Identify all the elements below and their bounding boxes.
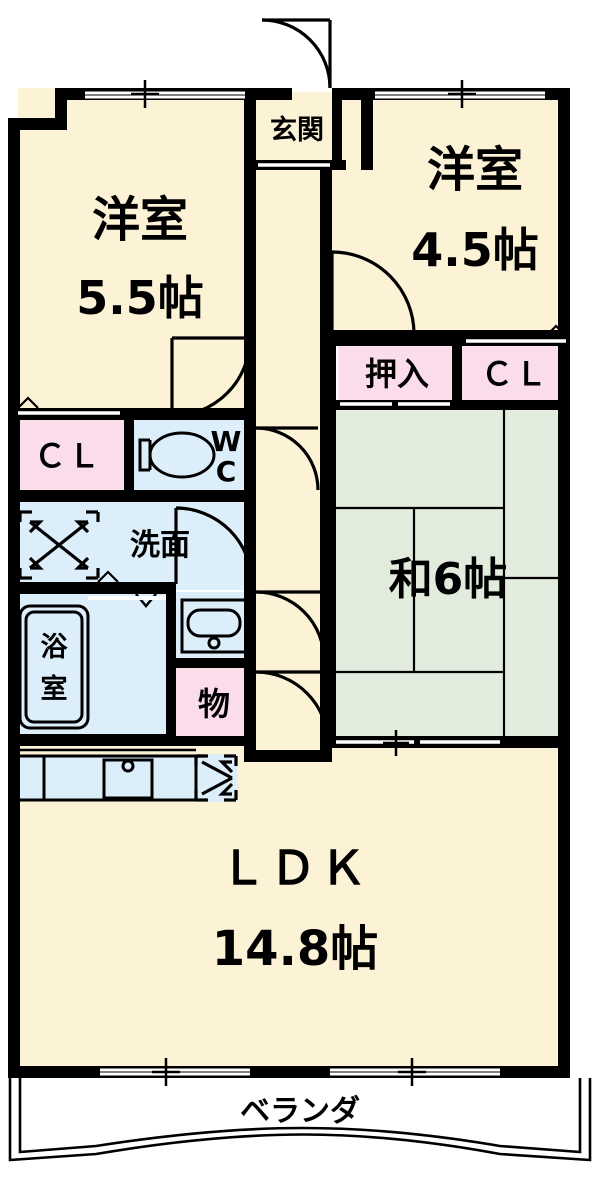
room-fill-washitsu [336, 406, 570, 746]
cooktop-fixture [194, 754, 238, 802]
room-label-ldk-name: ＬＤＫ [220, 841, 370, 895]
label-wc-w: W [210, 425, 242, 458]
label-cl-left: ＣＬ [33, 437, 102, 475]
washbasin-fixture [180, 598, 248, 654]
door-wc [255, 426, 320, 491]
cl-right-fill [460, 344, 570, 406]
windows [85, 91, 545, 1076]
fusuma-center-cross [383, 730, 409, 756]
label-wc-c: C [215, 455, 237, 488]
window-center-marks [131, 80, 476, 1086]
door-yoshitsu55 [170, 336, 252, 418]
label-genkan: 玄関 [270, 114, 324, 146]
wc-fill [132, 420, 254, 490]
door-hall-lower [255, 670, 330, 745]
label-oshiire: 押入 [364, 355, 429, 393]
label-cl-right: ＣＬ [480, 355, 549, 393]
entrance-door [261, 18, 332, 89]
toilet-fixture [138, 431, 216, 479]
room-label-yoshitsu55-name: 洋室 [91, 192, 188, 248]
tatami-mat-seams [336, 406, 570, 736]
room-label-yoshitsu45-name: 洋室 [426, 142, 523, 198]
yokushitsu-fill [8, 592, 174, 742]
label-senmen: 洗面 [130, 528, 190, 563]
room-fill-genkan [256, 92, 346, 164]
veranda-outline [8, 1078, 592, 1162]
interior-walls [8, 88, 570, 762]
door-hall-upper [255, 590, 326, 661]
door-senmen [174, 506, 254, 585]
hallway-fill [256, 160, 332, 760]
washing-machine-pan [18, 510, 100, 580]
room-label-washitsu: 和6帖 [388, 554, 508, 605]
bathtub-fixture [18, 604, 90, 730]
label-yokushitsu-line2: 室 [40, 673, 68, 705]
kitchen-sink-fixture [8, 748, 198, 802]
sliding-door-peak-marks [17, 324, 567, 583]
bath-door-mark [88, 593, 166, 608]
room-label-yoshitsu45-size: 4.5帖 [411, 223, 539, 277]
label-yokushitsu-line1: 浴 [40, 631, 68, 663]
cl-left-fill [8, 418, 128, 490]
sliding-door-marks [18, 163, 566, 744]
door-yoshitsu45 [330, 250, 416, 335]
room-label-yoshitsu55-size: 5.5帖 [76, 271, 204, 325]
oshiire-fill [338, 344, 456, 406]
room-label-ldk-size: 14.8帖 [211, 921, 379, 977]
mono-fill [174, 666, 254, 742]
label-veranda: ベランダ [240, 1094, 360, 1129]
label-mono: 物 [197, 685, 230, 723]
